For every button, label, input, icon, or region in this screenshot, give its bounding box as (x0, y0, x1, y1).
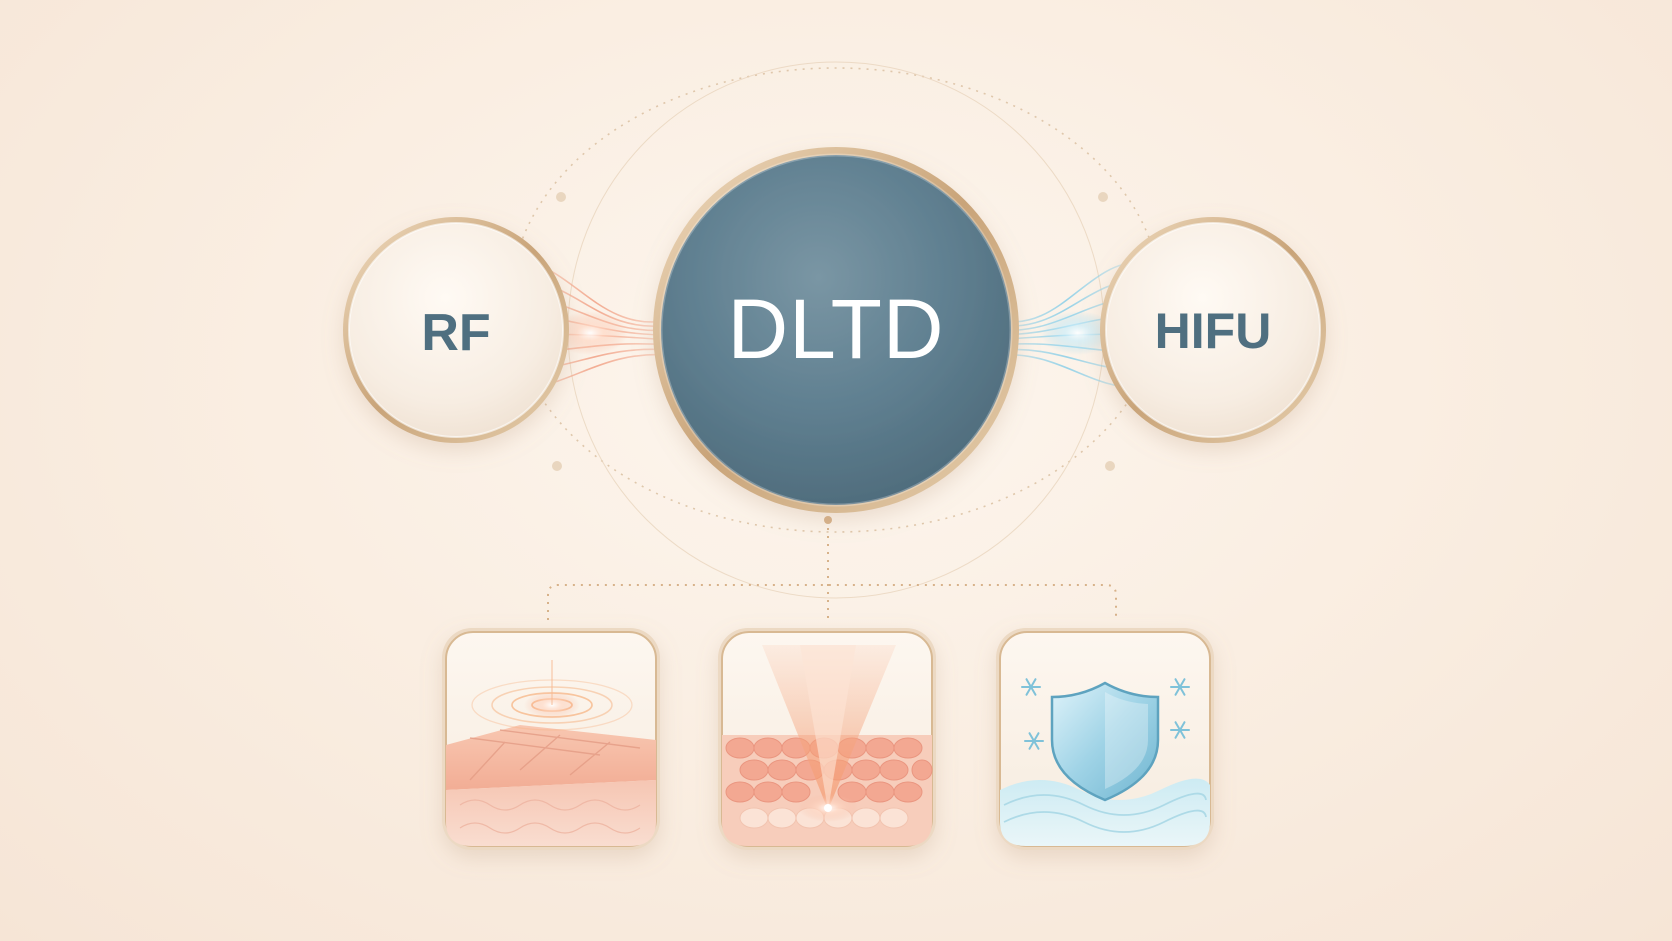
orbit-bead (1098, 192, 1108, 202)
snowflake-icon (1021, 678, 1190, 750)
skin-layers-ripple-icon (446, 660, 656, 846)
rf-label: RF (421, 304, 490, 362)
orbit-bead (552, 461, 562, 471)
dltd-node[interactable] (653, 147, 1019, 513)
card-focused-beam[interactable] (718, 628, 936, 850)
card-shield-cooling[interactable] (996, 628, 1214, 850)
dltd-label: DLTD (727, 282, 944, 376)
hifu-label: HIFU (1155, 303, 1272, 359)
card-connectors (547, 520, 1117, 620)
card-skin-ripple[interactable] (442, 628, 660, 850)
hifu-energy-glow (1040, 311, 1116, 355)
shield-cooling-icon (1000, 678, 1210, 846)
focused-beam-skin-icon (722, 645, 933, 846)
rf-node[interactable] (343, 217, 569, 443)
orbit-bead (1105, 461, 1115, 471)
rf-energy-glow (552, 311, 628, 355)
orbit-bead (556, 192, 566, 202)
connector-bead (824, 516, 832, 524)
hifu-node[interactable] (1100, 217, 1326, 443)
